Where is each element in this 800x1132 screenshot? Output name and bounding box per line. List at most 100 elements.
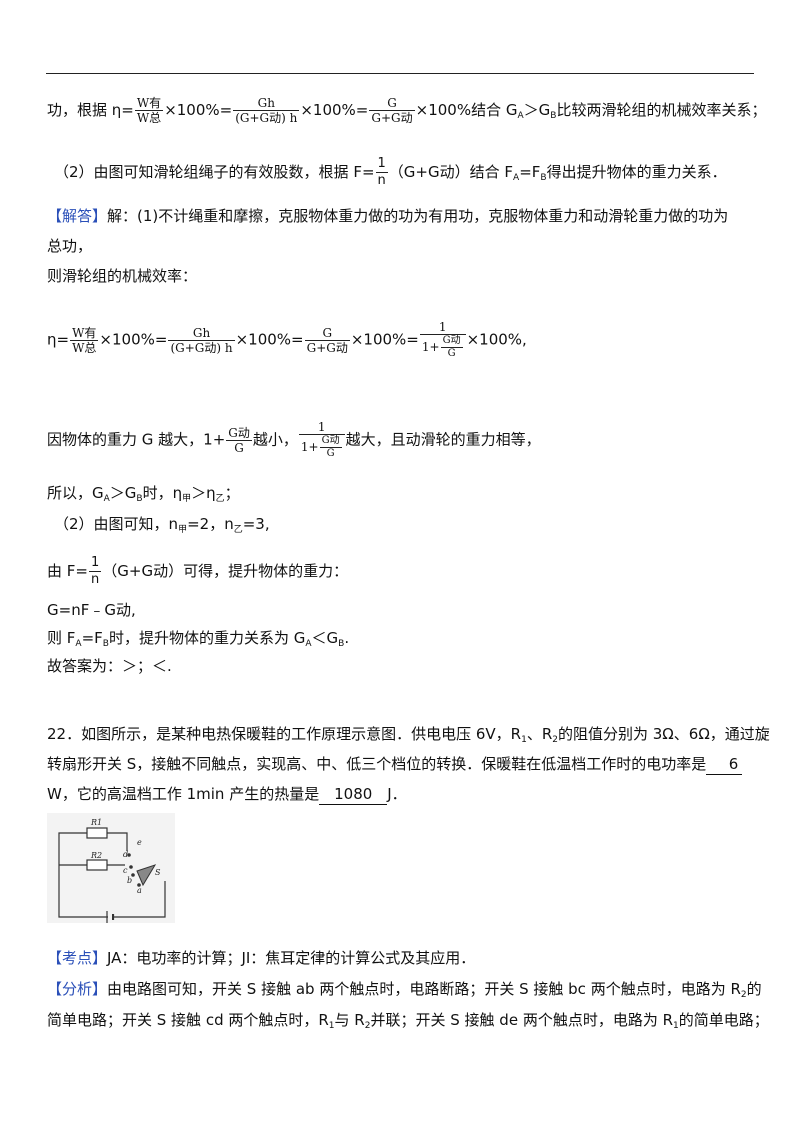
circuit-diagram: R1 R2 a b c d e S [47,813,175,923]
resistor-r1 [86,827,108,839]
text: η= [47,330,70,349]
text: ×100%= [164,101,233,119]
sub: B [338,639,345,649]
top-rule [46,73,754,74]
label-s: S [155,868,161,877]
text: ； [224,484,240,502]
text: ×100%= [300,101,369,119]
kaodian-tag: 【考点】 [47,949,108,967]
text: JA：电功率的计算；JI：焦耳定律的计算公式及其应用． [107,949,476,967]
text: （2）由图可知滑轮组绳子的有效股数，根据 F= [54,163,375,181]
fenxi-line-1: 【分析】由电路图可知，开关 S 接触 ab 两个触点时，电路断路；开关 S 接触… [47,979,762,1005]
sub: 乙 [215,494,225,504]
switch-sector [136,864,157,887]
text: . [344,629,350,647]
text: W，它的高温档工作 1min 产生的热量是 [47,785,320,803]
solution-line-4: 所以，GA＞GB时，η甲＞η乙； [47,483,240,509]
solution-line-1: 【解答】解：(1)不计绳重和摩擦，克服物体重力做的功为有用功，克服物体重力和动滑… [47,206,728,226]
text: （G+G动）可得，提升物体的重力： [102,562,349,580]
solution-tag: 【解答】 [47,207,108,225]
text: （2）由图可知，n [54,515,179,533]
answer-blank-2: 1080 [319,784,388,805]
contact-point [127,853,131,857]
text: =2，n [187,515,234,533]
label-e: e [137,838,142,847]
text: ＞G [109,484,137,502]
fraction-gh: Gh(G+G动) h [168,325,235,355]
text: 则 F [47,629,76,647]
sub: A [103,494,110,504]
sub: B [102,639,109,649]
text: 由 F= [47,562,88,580]
text: =F [81,629,103,647]
text: 22．如图所示，是某种电热保暖鞋的工作原理示意图．供电电压 6V，R [47,725,522,743]
text: ＞G [523,101,551,119]
label-d: d [123,850,128,859]
label-b: b [127,876,132,885]
contact-point [131,873,135,877]
text: 则滑轮组的机械效率： [47,267,198,285]
contact-point [129,865,133,869]
wire-r1-right [107,832,128,851]
text: （G+G动）结合 F [388,163,514,181]
text: 由电路图可知，开关 S 接触 ab 两个触点时，电路断路；开关 S 接触 bc … [107,980,741,998]
text: 时，η [142,484,183,502]
fenxi-tag: 【分析】 [47,980,108,998]
label-c: c [123,866,128,875]
text: 故答案为：＞；＜. [47,657,172,675]
sub: 2 [552,735,558,745]
text: =3, [242,515,270,533]
text: 解：(1)不计绳重和摩擦，克服物体重力做的功为有用功，克服物体重力和动滑轮重力做… [107,207,729,225]
sub: 甲 [182,494,192,504]
sub: 1 [673,1021,679,1031]
text: 转扇形开关 S，接触不同触点，实现高、中、低三个档位的转换．保暖鞋在低温档工作时… [47,755,707,773]
fenxi-line-2: 简单电路；开关 S 接触 cd 两个触点时，R1与 R2并联；开关 S 接触 d… [47,1010,769,1036]
text: 得出提升物体的重力关系． [546,163,727,181]
text: ＞η [191,484,216,502]
kaodian-line: 【考点】JA：电功率的计算；JI：焦耳定律的计算公式及其应用． [47,948,475,968]
text: 所以，G [47,484,104,502]
text: 的阻值分别为 3Ω、6Ω，通过旋 [558,725,770,743]
sub: 乙 [233,525,243,535]
text: 总功， [47,237,93,255]
solution-line-7: G=nF﹣G动, [47,600,136,620]
sub: A [305,639,312,649]
text: 越大，且动滑轮的重力相等， [345,430,541,449]
sub: A [513,173,520,183]
sub: B [540,173,547,183]
sub: 1 [521,735,527,745]
text: J． [387,785,407,803]
text: 的 [746,980,762,998]
text: 并联；开关 S 接触 de 两个触点时，电路为 R [370,1011,674,1029]
fraction-gh: Gh(G+G动) h [233,96,300,125]
text: 的简单电路； [678,1011,769,1029]
sub: 2 [740,990,747,1000]
text: 比较两滑轮组的机械效率关系； [556,101,767,119]
text: G=nF﹣G动, [47,601,136,619]
resistor-r2 [86,859,108,871]
text: 与 R [334,1011,365,1029]
text: ×100%结合 G [415,101,518,119]
label-a: a [137,886,142,895]
label-r2: R2 [90,851,102,860]
solution-line-8: 则 FA=FB时，提升物体的重力关系为 GA＜GB. [47,628,349,654]
sub: A [517,111,524,121]
battery-gap [108,913,112,921]
text: ×100%= [235,330,304,349]
solution-line-2: 则滑轮组的机械效率： [47,266,197,286]
sub: B [550,111,557,121]
